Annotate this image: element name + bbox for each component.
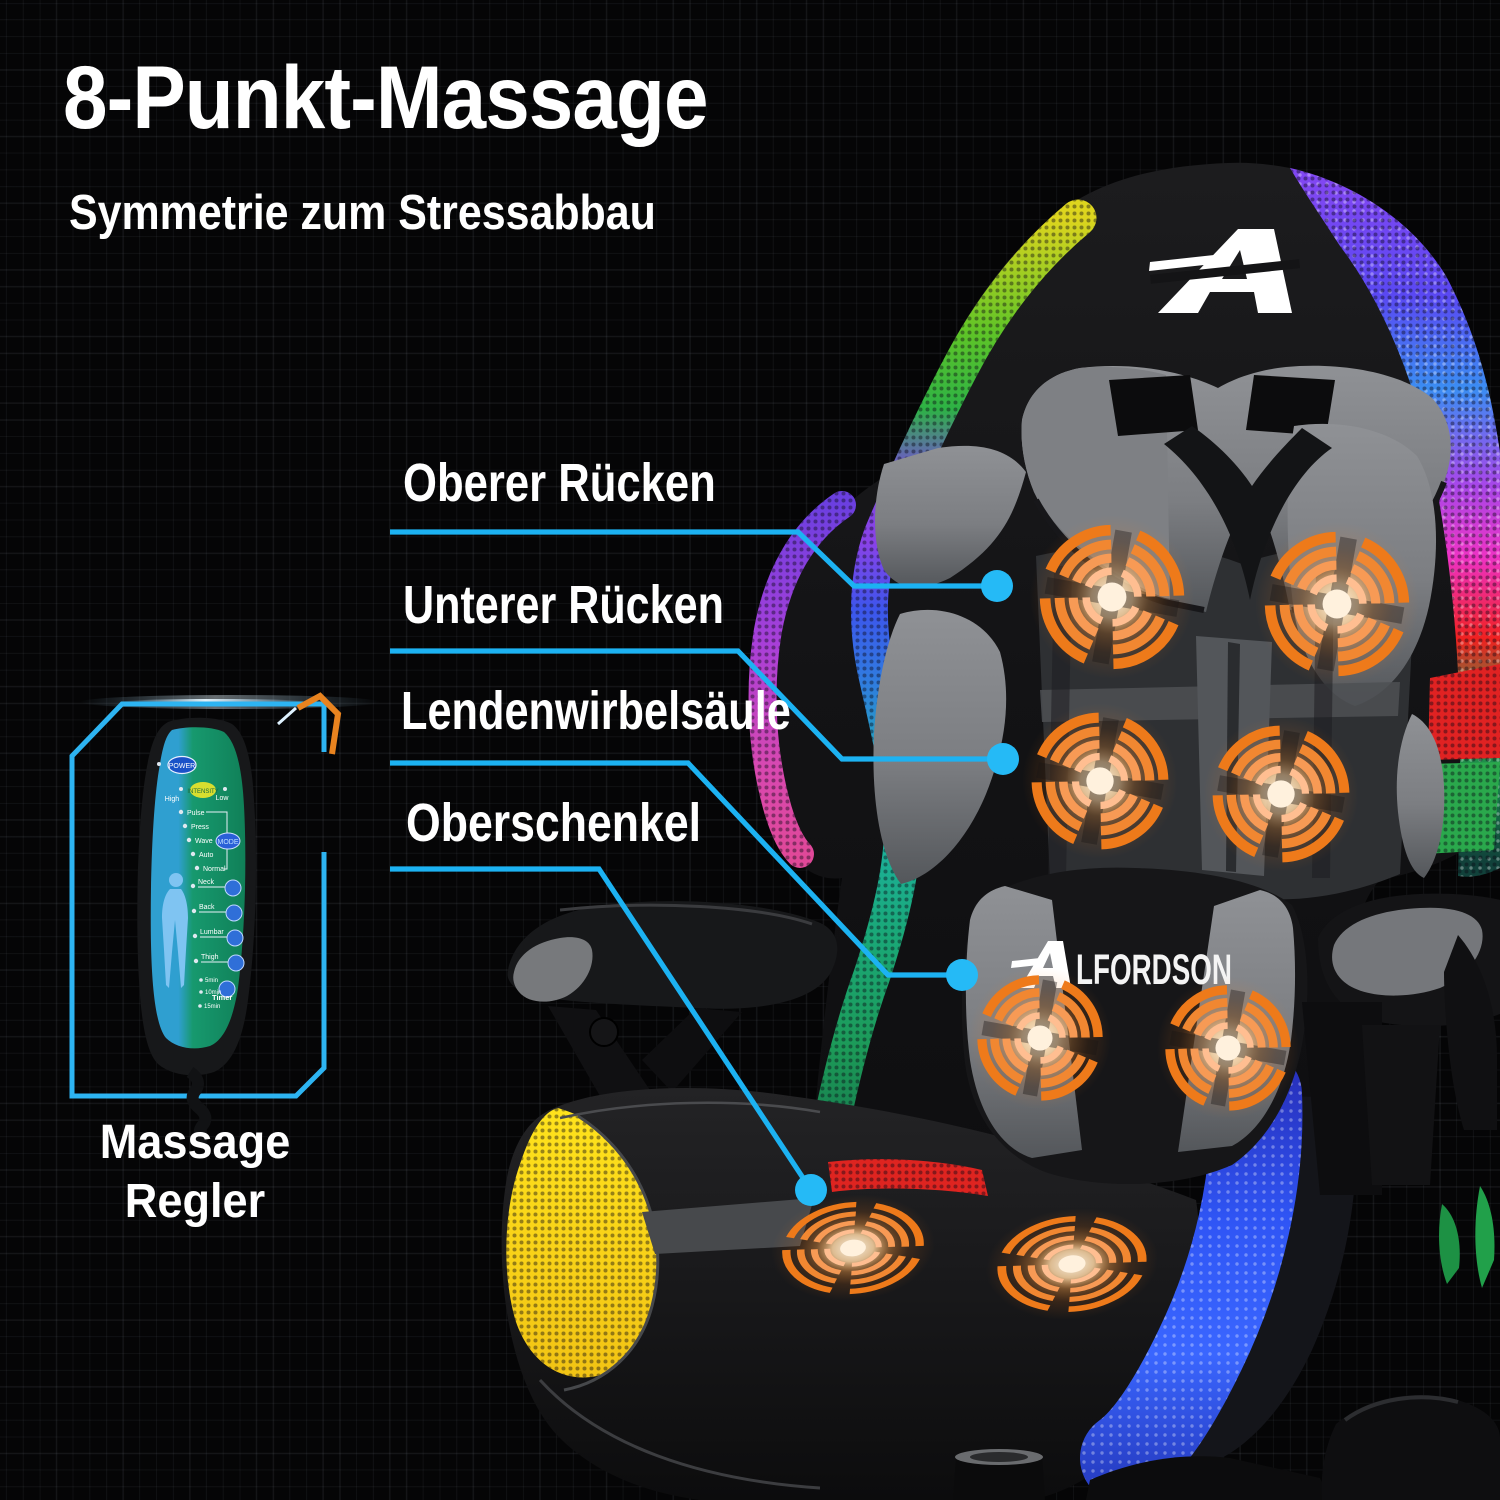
svg-text:POWER: POWER — [169, 763, 195, 770]
svg-text:Thigh: Thigh — [201, 954, 219, 961]
svg-text:Normal: Normal — [203, 866, 226, 873]
svg-text:Timer: Timer — [212, 993, 232, 1002]
svg-text:15min: 15min — [204, 1004, 220, 1010]
svg-text:Auto: Auto — [199, 852, 214, 859]
svg-text:Pulse: Pulse — [187, 810, 205, 817]
svg-text:5min: 5min — [205, 978, 218, 984]
svg-text:MODE: MODE — [218, 839, 239, 846]
svg-text:Low: Low — [216, 795, 230, 802]
svg-text:Press: Press — [191, 824, 209, 831]
svg-text:10min: 10min — [205, 990, 221, 996]
svg-text:Wave: Wave — [195, 838, 213, 845]
svg-text:Lumbar: Lumbar — [200, 929, 224, 936]
svg-text:INTENSITY: INTENSITY — [187, 789, 218, 795]
svg-text:Back: Back — [199, 904, 215, 911]
svg-text:Neck: Neck — [198, 879, 214, 886]
svg-text:High: High — [165, 796, 180, 803]
